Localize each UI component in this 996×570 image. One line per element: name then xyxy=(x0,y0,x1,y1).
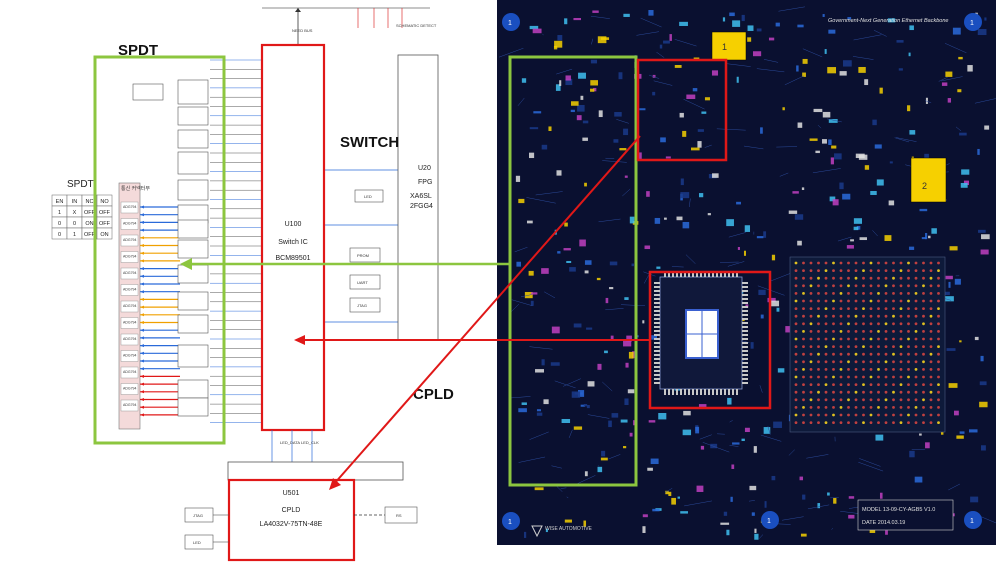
switch-ic-ref: U100 xyxy=(285,221,302,228)
led-bus-label: LED_DATA LED_CLK xyxy=(280,440,319,445)
relay-part-label: ADG794 xyxy=(123,321,136,325)
spdt-table-cell: 1 xyxy=(58,210,61,216)
fpga-part2: 2FGG4 xyxy=(410,203,433,210)
uart-block-label: UART xyxy=(357,280,368,285)
spdt-table-cell: NC xyxy=(86,199,94,205)
pcb-board: 1 2 1 1 1 1 1 Government-Next Generation… xyxy=(497,0,996,545)
spdt-table-cell: ON xyxy=(85,221,93,227)
relay-part-label: ADG794 xyxy=(123,288,136,292)
switch-ic-part: BCM89501 xyxy=(275,255,310,262)
relay-part-label: ADG794 xyxy=(123,354,136,358)
u1-mark: 1 xyxy=(722,42,727,52)
board-model: MODEL 13-09-CY-AGB5 V1.0 xyxy=(862,507,935,513)
spdt-table-cell: OFF xyxy=(99,210,111,216)
logo-text: WISE AUTOMOTIVE xyxy=(545,526,593,532)
relay-part-label: ADG794 xyxy=(123,205,136,209)
relay-part-label: ADG794 xyxy=(123,222,136,226)
board-date: DATE 2014.03.19 xyxy=(862,520,905,526)
led-bus: LED_DATA LED_CLK xyxy=(272,430,319,462)
spdt-table-cell: EN xyxy=(56,199,64,205)
fpga-block: U20 FPG XA6SL 2FGG4 xyxy=(398,55,438,340)
rs-block-label: RS xyxy=(396,513,402,518)
model-block: MODEL 13-09-CY-AGB5 V1.0 DATE 2014.03.19 xyxy=(858,500,953,530)
fpga-ref: U20 xyxy=(418,165,431,172)
hole-mark-tl: 1 xyxy=(508,20,512,27)
board-title: Government-Next Generation Ethernet Back… xyxy=(828,18,948,24)
prom-block-label: PROM xyxy=(357,253,369,258)
cpld-led-label: LED xyxy=(193,540,201,545)
spdt-table-title: SPDT xyxy=(67,179,94,190)
switch-ic-name: Switch IC xyxy=(278,239,308,246)
spdt-table-cell: IN xyxy=(72,199,78,205)
fpga-part1: XA6SL xyxy=(410,193,432,200)
hole-mark-br: 1 xyxy=(970,518,974,525)
cpld-ref: U501 xyxy=(283,490,300,497)
relay-part-label: ADG794 xyxy=(123,403,136,407)
svg-text:NEED BUS: NEED BUS xyxy=(292,28,313,33)
spdt-label: SPDT xyxy=(118,42,158,59)
svg-text:SCHEMATIC DETECT: SCHEMATIC DETECT xyxy=(396,23,437,28)
relay-part-label: ADG794 xyxy=(123,370,136,374)
hole-mark-tr: 1 xyxy=(970,20,974,27)
spdt-table-cell: 0 xyxy=(73,221,76,227)
spdt-table-cell: OFF xyxy=(99,221,111,227)
cpld-part: LA4032V-75TN-48E xyxy=(260,521,323,528)
cpld-block: U501 CPLD LA4032V-75TN-48E JTAG LED RS xyxy=(185,462,417,560)
fpga-name: FPG xyxy=(418,179,432,186)
jtag-block-label: JTAG xyxy=(357,303,367,308)
relay-part-label: ADG794 xyxy=(123,271,136,275)
relay-strip-header: 통신 커넥터부 xyxy=(121,185,150,192)
hole-mark-bl: 1 xyxy=(508,519,512,526)
switch-label: SWITCH xyxy=(340,134,399,151)
relay-part-label: ADG794 xyxy=(123,387,136,391)
switch-ic-block: U100 Switch IC BCM89501 xyxy=(262,45,324,430)
relay-part-label: ADG794 xyxy=(123,337,136,341)
cpld-jtag-label: JTAG xyxy=(193,513,203,518)
spdt-table-cell: X xyxy=(73,210,77,216)
top-signal-arrows: SCHEMATIC DETECT xyxy=(358,8,437,28)
u2-mark: 2 xyxy=(922,181,927,191)
spdt-table-cell: ON xyxy=(100,232,108,238)
cpld-name: CPLD xyxy=(282,507,301,514)
led-block-label: LED xyxy=(364,194,372,199)
relay-part-label: ADG794 xyxy=(123,238,136,242)
spdt-table-cell: NO xyxy=(100,199,109,205)
schematic: NEED BUS SCHEMATIC DETECT SPDT EN IN NC NO 1… xyxy=(52,8,454,560)
spdt-table-cell: 1 xyxy=(73,232,76,238)
relay-part-label: ADG794 xyxy=(123,304,136,308)
spdt-table-cell: 0 xyxy=(58,232,61,238)
relay-part-label: ADG794 xyxy=(123,255,136,259)
hole-mark-bm: 1 xyxy=(767,518,771,525)
spdt-table-cell: 0 xyxy=(58,221,61,227)
